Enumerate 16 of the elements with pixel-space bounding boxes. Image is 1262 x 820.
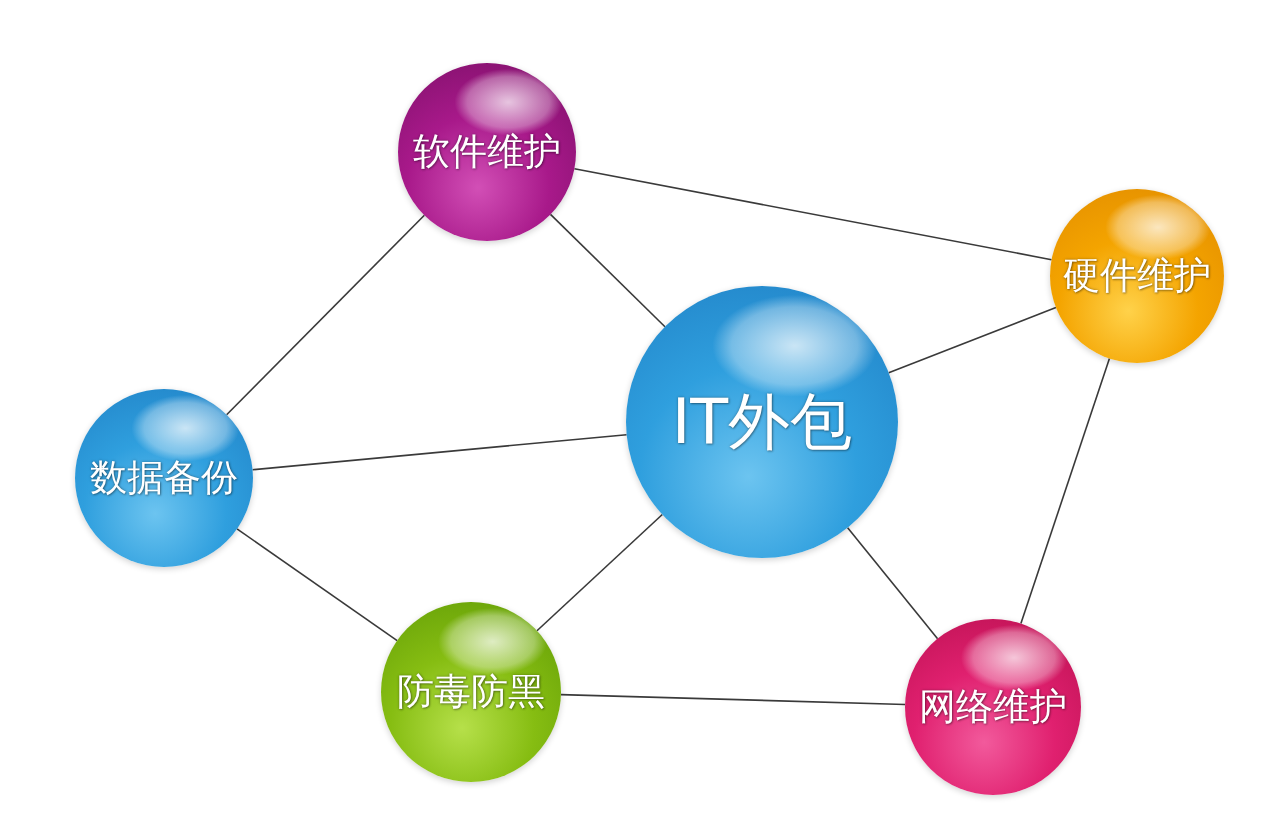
node-label: 硬件维护: [1063, 255, 1211, 297]
node-label: 数据备份: [90, 457, 238, 499]
node-label: 软件维护: [413, 131, 561, 173]
connector-line: [1020, 357, 1111, 625]
connector-line: [549, 213, 666, 328]
connector-line: [536, 513, 664, 632]
connector-line: [225, 214, 426, 416]
connector-line: [560, 693, 906, 706]
node-label: 网络维护: [919, 686, 1067, 728]
connector-line: [236, 528, 398, 642]
connector-line: [251, 433, 628, 471]
connector-line: [846, 526, 939, 640]
node-label: 防毒防黑: [397, 671, 545, 713]
connector-line: [887, 306, 1057, 374]
connector-line: [573, 167, 1053, 261]
node-label: IT外包: [671, 387, 853, 457]
